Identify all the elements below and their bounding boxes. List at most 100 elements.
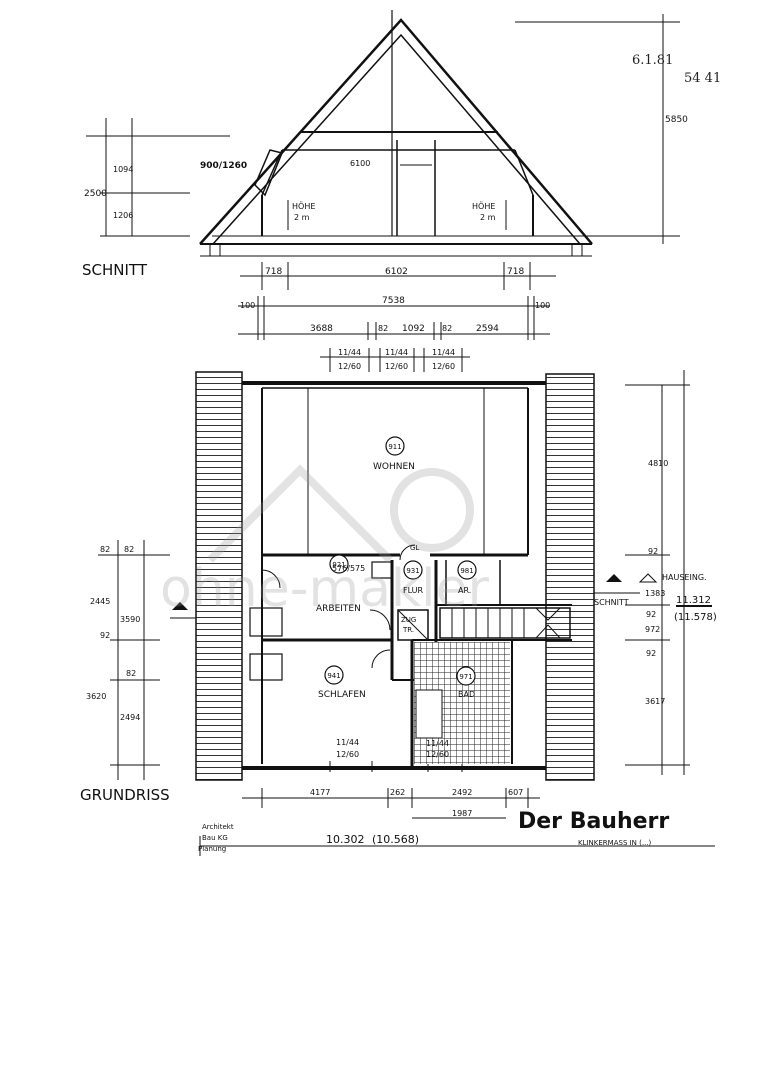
win1-b: 12/60 xyxy=(338,362,361,371)
height-left-label: HÖHE xyxy=(292,201,315,211)
room-no-911: 911 xyxy=(388,443,401,451)
right-92c: 92 xyxy=(646,649,656,658)
left-82a: 82 xyxy=(100,545,110,554)
total-length-paren: (10.568) xyxy=(372,833,419,846)
room-no-981: 981 xyxy=(460,567,473,575)
stamp-line-1: Architekt xyxy=(202,823,234,831)
dim-82a: 82 xyxy=(378,324,388,333)
klinker-note: KLINKERMASS IN (...) xyxy=(578,839,652,847)
dim-1094: 1094 xyxy=(113,165,133,174)
watermark: ohne-makler xyxy=(160,464,490,619)
section-drawing xyxy=(199,10,593,257)
height-left-value: 2 m xyxy=(294,213,310,222)
signature: Der Bauherr xyxy=(518,809,669,834)
right-11578: (11.578) xyxy=(674,612,717,623)
plan-top-dimensions xyxy=(238,296,550,372)
gl-label: GL xyxy=(410,544,419,552)
dim-6102: 6102 xyxy=(385,267,408,277)
room-circle-911 xyxy=(385,436,405,456)
dim-100-left: 100 xyxy=(240,301,255,310)
right-92b: 92 xyxy=(646,610,656,619)
win1-a: 11/44 xyxy=(338,348,361,357)
dim-1206: 1206 xyxy=(113,211,133,220)
win-sch-a: 11/44 xyxy=(336,738,359,747)
dim-3688: 3688 xyxy=(310,324,333,334)
room-ar: AR. xyxy=(458,586,471,595)
dim-100-right: 100 xyxy=(535,301,550,310)
room-circle-981 xyxy=(457,560,477,580)
win2-a: 11/44 xyxy=(385,348,408,357)
right-roof-brick xyxy=(545,373,595,781)
bottom-607: 607 xyxy=(508,788,523,797)
room-no-921: 921 xyxy=(332,561,345,569)
room-wohnen: WOHNEN xyxy=(373,462,415,472)
left-3620: 3620 xyxy=(86,692,106,701)
win2-b: 12/60 xyxy=(385,362,408,371)
room-no-971: 971 xyxy=(459,673,472,681)
dim-82b: 82 xyxy=(442,324,452,333)
bottom-2492: 2492 xyxy=(452,788,472,797)
date-note: 6.1.81 xyxy=(632,53,673,68)
left-roof-brick xyxy=(195,371,243,781)
room-arbeiten: ARBEITEN xyxy=(316,604,361,614)
win-sch-b: 12/60 xyxy=(336,750,359,759)
dim-5850: 5850 xyxy=(665,115,688,125)
total-length: 10.302 xyxy=(326,833,365,846)
left-82b: 82 xyxy=(124,545,134,554)
tr-label: TR. xyxy=(402,626,414,634)
left-2445: 2445 xyxy=(90,597,110,606)
right-11312: 11.312 xyxy=(676,595,711,606)
right-972: 972 xyxy=(645,625,660,634)
dim-2500: 2500 xyxy=(84,189,107,199)
win3-b: 12/60 xyxy=(432,362,455,371)
plan-right-dimensions xyxy=(625,370,712,775)
dim-roof: 900/1260 xyxy=(200,161,247,171)
left-82c: 82 xyxy=(126,669,136,678)
room-no-931: 931 xyxy=(406,567,419,575)
right-4810: 4810 xyxy=(648,459,668,468)
entrance-marker-icon xyxy=(638,573,658,583)
dim-7538: 7538 xyxy=(382,296,405,306)
section-title: SCHNITT xyxy=(82,261,148,279)
height-right-label: HÖHE xyxy=(472,201,495,211)
right-1383: 1383 xyxy=(645,589,665,598)
dim-718-right: 718 xyxy=(507,267,524,277)
floor-plan xyxy=(170,371,658,781)
win3-a: 11/44 xyxy=(432,348,455,357)
dim-6100: 6100 xyxy=(350,159,370,168)
win-bad-b: 12/60 xyxy=(426,750,449,759)
door-dim: 576/575 xyxy=(332,564,365,573)
zug-label: ZUG xyxy=(401,616,416,624)
bottom-262: 262 xyxy=(390,788,405,797)
height-right-value: 2 m xyxy=(480,213,496,222)
note-2: 54 41 xyxy=(684,71,721,86)
left-92: 92 xyxy=(100,631,110,640)
room-bad: BAD xyxy=(458,690,475,699)
right-92a: 92 xyxy=(648,547,658,556)
stamp-line-2: Bau KG xyxy=(202,834,228,842)
room-flur: FLUR xyxy=(403,586,424,595)
bottom-1987: 1987 xyxy=(452,809,472,818)
dim-2594: 2594 xyxy=(476,324,499,334)
floor-plan-title: GRUNDRISS xyxy=(80,786,170,804)
room-circle-941 xyxy=(324,665,344,685)
win-bad-a: 11/44 xyxy=(426,739,449,748)
hauseing-label: HAUSEING. xyxy=(662,573,707,582)
dim-1092: 1092 xyxy=(402,324,425,334)
section-arrow-left-icon xyxy=(172,602,188,610)
room-circle-971 xyxy=(456,666,476,686)
room-circle-921 xyxy=(329,554,349,574)
labels: SCHNITT 6.1.81 54 41 5850 2500 1094 1206… xyxy=(80,53,721,853)
left-2494: 2494 xyxy=(120,713,140,722)
schnitt-marker: SCHNITT xyxy=(594,598,629,607)
bottom-4177: 4177 xyxy=(310,788,330,797)
room-no-941: 941 xyxy=(327,672,340,680)
watermark-text: ohne-makler xyxy=(160,559,490,619)
plan-bottom-dimensions xyxy=(199,788,715,856)
left-3590: 3590 xyxy=(120,615,140,624)
room-circle-931 xyxy=(403,560,423,580)
plan-left-dimensions xyxy=(98,540,170,780)
right-3617: 3617 xyxy=(645,697,665,706)
section-dimensions xyxy=(86,14,680,290)
